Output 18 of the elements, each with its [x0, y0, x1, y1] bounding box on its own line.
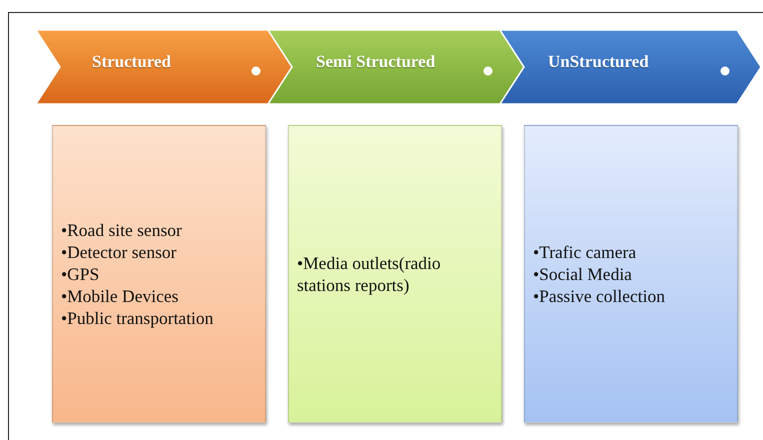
bullet-item: •Passive collection	[533, 285, 666, 307]
bullet-item: •Media outlets(radio stations reports)	[297, 252, 442, 296]
bullet-item: •Public transportation	[61, 307, 214, 329]
list-panel	[288, 125, 502, 423]
bullet-item: •Trafic camera	[533, 241, 638, 263]
bullet-item: •GPS	[61, 263, 100, 285]
bullet-item: •Detector sensor	[61, 241, 178, 263]
category-heading: UnStructured	[548, 52, 649, 72]
bullet-item: •Road site sensor	[61, 219, 183, 241]
list-panel	[524, 125, 738, 423]
category-heading: Semi Structured	[316, 52, 436, 72]
chevron-banner	[268, 30, 524, 104]
bullet-item: •Social Media	[533, 263, 633, 285]
chevron-banner	[36, 30, 292, 104]
chevron-banner	[500, 30, 761, 104]
category-heading: Structured	[92, 52, 172, 72]
bullet-item: •Mobile Devices	[61, 285, 180, 307]
list-panel	[52, 125, 266, 423]
